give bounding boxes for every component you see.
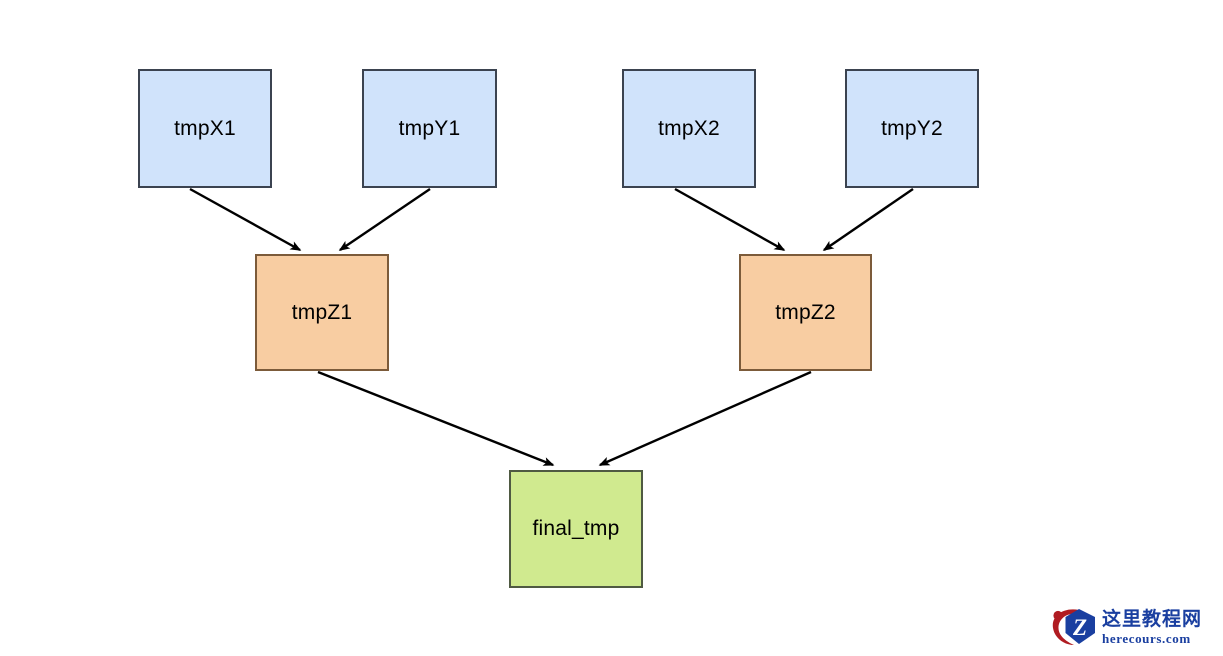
watermark-cn-text: 这里教程网 (1102, 607, 1203, 630)
herecours-logo-icon: Z (1049, 605, 1099, 649)
node-tmpx2[interactable]: tmpX2 (622, 69, 756, 188)
node-tmpz2[interactable]: tmpZ2 (739, 254, 872, 371)
node-label: tmpZ1 (291, 300, 353, 324)
svg-text:Z: Z (1072, 615, 1087, 640)
node-label: tmpX2 (658, 116, 720, 140)
edge-tmpX1-to-tmpZ1 (189, 187, 302, 252)
node-tmpy2[interactable]: tmpY2 (845, 69, 979, 188)
node-final-tmp[interactable]: final_tmp (509, 470, 643, 588)
edge-tmpZ1-to-final_tmp (317, 370, 555, 467)
node-tmpx1[interactable]: tmpX1 (138, 69, 272, 188)
node-tmpy1[interactable]: tmpY1 (362, 69, 497, 188)
watermark: Z 这里教程网 herecours.com (1049, 604, 1215, 650)
edge-tmpY1-to-tmpZ1 (338, 188, 431, 251)
edge-tmpZ2-to-final_tmp (598, 370, 812, 467)
node-label: final_tmp (532, 517, 620, 540)
edge-tmpX2-to-tmpZ2 (674, 187, 786, 252)
watermark-text: 这里教程网 herecours.com (1102, 607, 1203, 646)
node-tmpz1[interactable]: tmpZ1 (255, 254, 389, 371)
edge-tmpY2-to-tmpZ2 (822, 188, 914, 251)
node-label: tmpZ2 (775, 300, 836, 324)
node-label: tmpX1 (174, 116, 236, 140)
node-label: tmpY1 (398, 116, 461, 140)
watermark-en-text: herecours.com (1102, 630, 1191, 646)
node-label: tmpY2 (881, 116, 943, 140)
